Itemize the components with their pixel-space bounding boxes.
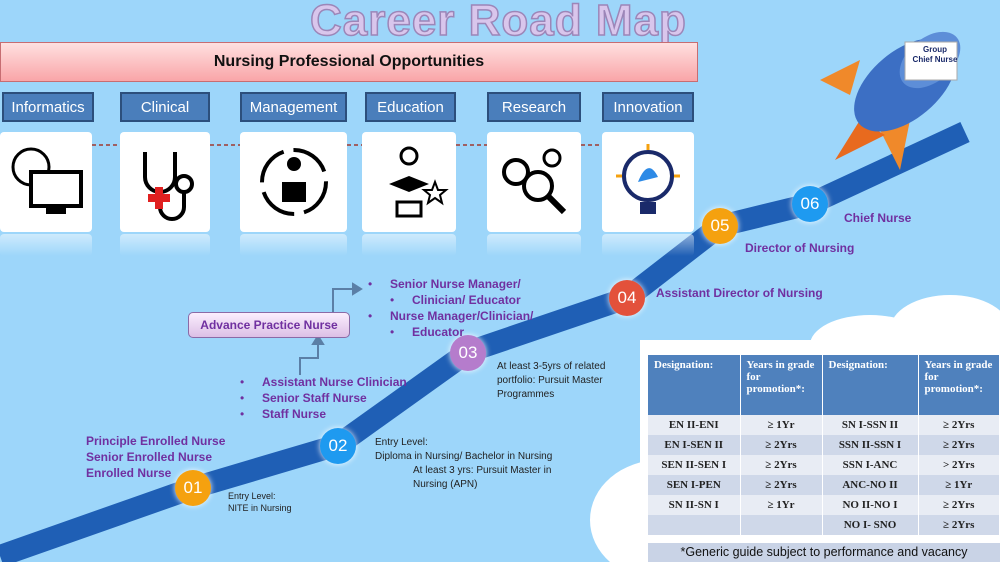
- role: Clinician/ Educator: [368, 292, 533, 308]
- table-cell: ≥ 1Yr: [740, 415, 823, 435]
- advance-practice-nurse-box: Advance Practice Nurse: [188, 312, 350, 338]
- table-row: NO I- SNO≥ 2Yrs: [648, 515, 1000, 535]
- note: Programmes: [497, 389, 555, 400]
- role: Enrolled Nurse: [86, 466, 172, 480]
- note: At least 3-5yrs of related: [497, 361, 606, 372]
- table-cell: ≥ 2Yrs: [918, 495, 1000, 515]
- milestone-03-titles: Senior Nurse Manager/Clinician/ Educator…: [368, 276, 533, 340]
- milestone-01-notes: Entry Level: NITE in Nursing: [228, 490, 292, 514]
- role: Assistant Nurse Clinician: [240, 374, 407, 390]
- table-cell: ≥ 2Yrs: [740, 455, 823, 475]
- role: Educator: [368, 324, 533, 340]
- table-cell: > 2Yrs: [918, 455, 1000, 475]
- table-cell: SEN II-SEN I: [648, 455, 741, 475]
- role: Principle Enrolled Nurse: [86, 434, 226, 448]
- role: Senior Enrolled Nurse: [86, 450, 213, 464]
- team-management-icon: [240, 132, 347, 232]
- milestone-badge-02: 02: [320, 428, 356, 464]
- education-graduate-icon: [362, 132, 456, 232]
- header-designation: Designation:: [648, 355, 741, 415]
- stethoscope-icon: [120, 132, 210, 232]
- table-cell: ≥ 1Yr: [918, 475, 1000, 495]
- note: portfolio: Pursuit Master: [497, 375, 603, 386]
- table-cell: NO I- SNO: [822, 515, 919, 535]
- rocket-icon: [820, 31, 961, 170]
- milestone-03-notes: At least 3-5yrs of related portfolio: Pur…: [497, 360, 605, 402]
- banner-subtitle: Nursing Professional Opportunities: [0, 42, 698, 82]
- innovation-bulb-icon: [602, 132, 694, 232]
- table-cell: NO II-NO I: [822, 495, 919, 515]
- milestone-02-titles: Assistant Nurse ClinicianSenior Staff Nu…: [240, 374, 407, 422]
- note: Nursing (APN): [413, 479, 478, 490]
- note: Diploma in Nursing/ Bachelor in Nursing: [375, 451, 553, 462]
- table-cell: SN II-SN I: [648, 495, 741, 515]
- milestone-04-title: Assistant Director of Nursing: [656, 286, 823, 300]
- table-cell: ≥ 1Yr: [740, 495, 823, 515]
- apn-arrows: [299, 282, 363, 375]
- note: NITE in Nursing: [228, 503, 292, 513]
- milestone-badge-01: 01: [175, 470, 211, 506]
- note: Entry Level:: [228, 491, 276, 501]
- table-cell: SSN II-SSN I: [822, 435, 919, 455]
- milestone-06-title: Chief Nurse: [844, 211, 912, 225]
- page-title: Career Road Map: [309, 0, 687, 46]
- table-footnote: *Generic guide subject to performance an…: [648, 543, 1000, 562]
- category-innovation: Innovation: [602, 92, 694, 122]
- role: Staff Nurse: [240, 406, 407, 422]
- category-clinical: Clinical: [120, 92, 210, 122]
- category-management: Management: [240, 92, 347, 122]
- milestone-badge-03: 03: [450, 335, 486, 371]
- table-cell: SEN I-PEN: [648, 475, 741, 495]
- category-education: Education: [365, 92, 456, 122]
- table-cell: EN II-ENI: [648, 415, 741, 435]
- table-cell: SSN I-ANC: [822, 455, 919, 475]
- header-designation: Designation:: [822, 355, 919, 415]
- table-cell: EN I-SEN II: [648, 435, 741, 455]
- header-years: Years in grade for promotion*:: [740, 355, 823, 415]
- note: Entry Level:: [375, 437, 428, 448]
- table-cell: ≥ 2Yrs: [740, 435, 823, 455]
- role: Senior Staff Nurse: [240, 390, 407, 406]
- table-cell: ≥ 2Yrs: [918, 415, 1000, 435]
- category-informatics: Informatics: [2, 92, 94, 122]
- role: Senior Nurse Manager/: [368, 276, 533, 292]
- table-cell: ≥ 2Yrs: [918, 435, 1000, 455]
- computer-globe-icon: [0, 132, 92, 232]
- rocket-label: Group Chief Nurse: [912, 45, 958, 64]
- table-cell: SN I-SSN II: [822, 415, 919, 435]
- role: Nurse Manager/Clinician/: [368, 308, 533, 324]
- table-cell: [648, 515, 741, 535]
- milestone-05-title: Director of Nursing: [745, 241, 855, 255]
- research-magnifier-icon: [487, 132, 581, 232]
- header-years: Years in grade for promotion*:: [918, 355, 1000, 415]
- table-cell: ≥ 2Yrs: [740, 475, 823, 495]
- milestone-badge-06: 06: [792, 186, 828, 222]
- promotion-table: Designation:Years in grade for promotion…: [648, 355, 1000, 535]
- category-research: Research: [487, 92, 581, 122]
- milestone-badge-04: 04: [609, 280, 645, 316]
- milestone-badge-05: 05: [702, 208, 738, 244]
- table-cell: ANC-NO II: [822, 475, 919, 495]
- table-cell: ≥ 2Yrs: [918, 515, 1000, 535]
- note: At least 3 yrs: Pursuit Master in: [413, 465, 552, 476]
- table-cell: [740, 515, 823, 535]
- milestone-02-notes: Entry Level: Diploma in Nursing/ Bachelor…: [375, 436, 552, 492]
